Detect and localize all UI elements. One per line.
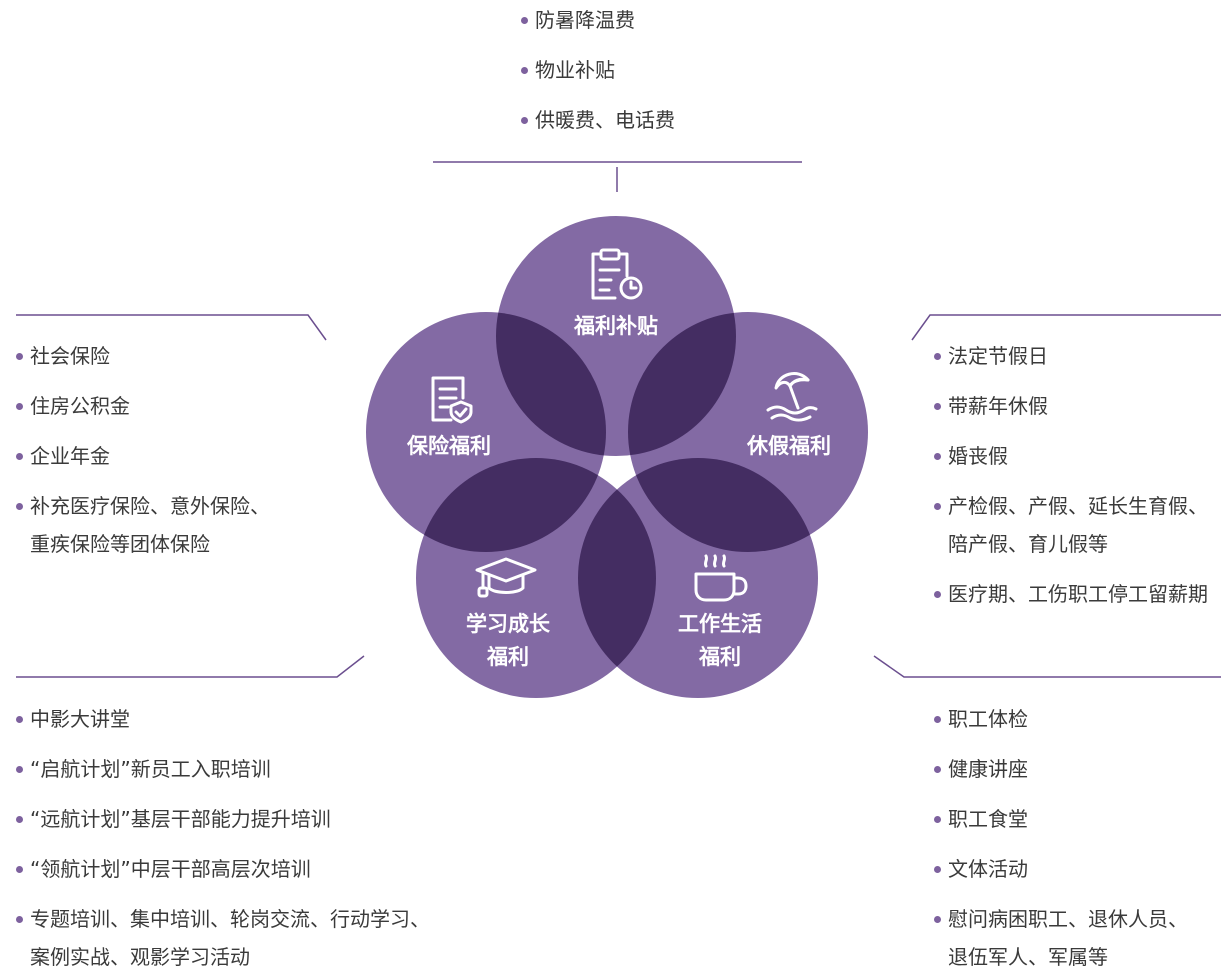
list-item-text: “领航计划”中层干部高层次培训 [30, 857, 311, 881]
label-learning-welfare: 学习成长 福利 [448, 608, 568, 674]
list-item: 法定节假日 [934, 337, 1208, 375]
list-item: 健康讲座 [934, 750, 1188, 788]
overlap-top-right [628, 312, 736, 456]
list-item-text: 住房公积金 [30, 394, 130, 418]
list-item-text: 法定节假日 [948, 344, 1048, 368]
list-item: 中影大讲堂 [16, 700, 430, 738]
list-item-text: 中影大讲堂 [30, 707, 130, 731]
connector-lines [16, 161, 1221, 678]
label-vacation-welfare: 休假福利 [747, 434, 831, 458]
work-life-welfare-list: 职工体检 健康讲座 职工食堂 文体活动 慰问病困职工、退休人员、 退伍军人、军属… [934, 700, 1188, 976]
list-item: 文体活动 [934, 850, 1188, 888]
list-item: 供暖费、电话费 [521, 101, 675, 139]
list-item: 住房公积金 [16, 387, 270, 425]
bullet-dot [934, 766, 941, 773]
connector-bottom-left [16, 655, 365, 678]
list-item-text-continued: 退伍军人、军属等 [948, 945, 1108, 969]
list-item-text: “启航计划”新员工入职培训 [30, 757, 271, 781]
bullet-dot [934, 503, 941, 510]
bullet-dot [16, 453, 23, 460]
list-item-text-continued: 重疾保险等团体保险 [30, 532, 210, 556]
list-item-text: 产检假、产假、延长生育假、 [948, 494, 1208, 518]
learning-welfare-list: 中影大讲堂 “启航计划”新员工入职培训 “远航计划”基层干部能力提升培训 “领航… [16, 700, 430, 976]
label-learning-line2: 福利 [487, 645, 529, 669]
bullet-dot [16, 503, 23, 510]
overlap-bottom-left-bottom-right [578, 458, 656, 698]
document-shield-icon [431, 376, 473, 424]
bullet-dot [16, 816, 23, 823]
list-item-text: 职工食堂 [948, 807, 1028, 831]
list-item-text-continued: 陪产假、育儿假等 [948, 532, 1108, 556]
list-item-text-continued: 案例实战、观影学习活动 [30, 945, 250, 969]
label-work-life-welfare: 工作生活 福利 [660, 608, 780, 674]
bullet-dot [16, 916, 23, 923]
vacation-welfare-list: 法定节假日 带薪年休假 婚丧假 产检假、产假、延长生育假、 陪产假、育儿假等 医… [934, 337, 1208, 613]
bullet-dot [16, 716, 23, 723]
list-item: 婚丧假 [934, 437, 1208, 475]
bullet-dot [16, 403, 23, 410]
label-work-life-line2: 福利 [699, 645, 741, 669]
list-item: 职工体检 [934, 700, 1188, 738]
list-item-text: 慰问病困职工、退休人员、 [948, 907, 1188, 931]
list-item: “领航计划”中层干部高层次培训 [16, 850, 430, 888]
bullet-dot [934, 353, 941, 360]
list-item-text: 医疗期、工伤职工停工留薪期 [948, 582, 1208, 606]
bullet-dot [16, 866, 23, 873]
list-item: 社会保险 [16, 337, 270, 375]
list-item-text: 文体活动 [948, 857, 1028, 881]
bullet-dot [934, 866, 941, 873]
list-item-text: 带薪年休假 [948, 394, 1048, 418]
list-item-text: “远航计划”基层干部能力提升培训 [30, 807, 331, 831]
bullet-dot [934, 591, 941, 598]
connector-right [911, 314, 1221, 341]
label-work-life-line1: 工作生活 [678, 612, 762, 636]
label-insurance-welfare: 保险福利 [407, 434, 491, 458]
list-item: “远航计划”基层干部能力提升培训 [16, 800, 430, 838]
list-item: 医疗期、工伤职工停工留薪期 [934, 575, 1208, 613]
overlap-top-left [496, 312, 606, 456]
bullet-dot [16, 353, 23, 360]
list-item-text: 婚丧假 [948, 444, 1008, 468]
list-item: 专题培训、集中培训、轮岗交流、行动学习、 案例实战、观影学习活动 [16, 900, 430, 976]
label-learning-line1: 学习成长 [466, 612, 550, 636]
connector-bottom-right [873, 655, 1221, 678]
clipboard-clock-icon [591, 248, 643, 300]
list-item-text: 职工体检 [948, 707, 1028, 731]
bullet-dot [934, 403, 941, 410]
connector-left [16, 314, 327, 341]
insurance-welfare-list: 社会保险 住房公积金 企业年金 补充医疗保险、意外保险、 重疾保险等团体保险 [16, 337, 270, 563]
bullet-dot [934, 916, 941, 923]
graduation-cap-icon [475, 557, 537, 598]
list-item: 职工食堂 [934, 800, 1188, 838]
list-item: 防暑降温费 [521, 1, 675, 39]
list-item-text: 健康讲座 [948, 757, 1028, 781]
list-item: “启航计划”新员工入职培训 [16, 750, 430, 788]
beach-umbrella-icon [766, 372, 818, 422]
circle-overlaps [416, 312, 818, 698]
list-item: 企业年金 [16, 437, 270, 475]
list-item-text: 社会保险 [30, 344, 110, 368]
coffee-cup-icon [694, 554, 748, 602]
list-item: 补充医疗保险、意外保险、 重疾保险等团体保险 [16, 487, 270, 563]
list-item-text: 补充医疗保险、意外保险、 [30, 494, 270, 518]
label-welfare-subsidy: 福利补贴 [574, 314, 658, 338]
list-item: 物业补贴 [521, 51, 675, 89]
list-item: 带薪年休假 [934, 387, 1208, 425]
list-item: 慰问病困职工、退休人员、 退伍军人、军属等 [934, 900, 1188, 976]
list-item-text: 企业年金 [30, 444, 110, 468]
bullet-dot [934, 453, 941, 460]
bullet-dot [16, 766, 23, 773]
bullet-dot [934, 816, 941, 823]
list-item-text: 专题培训、集中培训、轮岗交流、行动学习、 [30, 907, 430, 931]
list-item: 产检假、产假、延长生育假、 陪产假、育儿假等 [934, 487, 1208, 563]
bullet-dot [934, 716, 941, 723]
welfare-subsidy-list: 防暑降温费 物业补贴 供暖费、电话费 [521, 1, 675, 151]
